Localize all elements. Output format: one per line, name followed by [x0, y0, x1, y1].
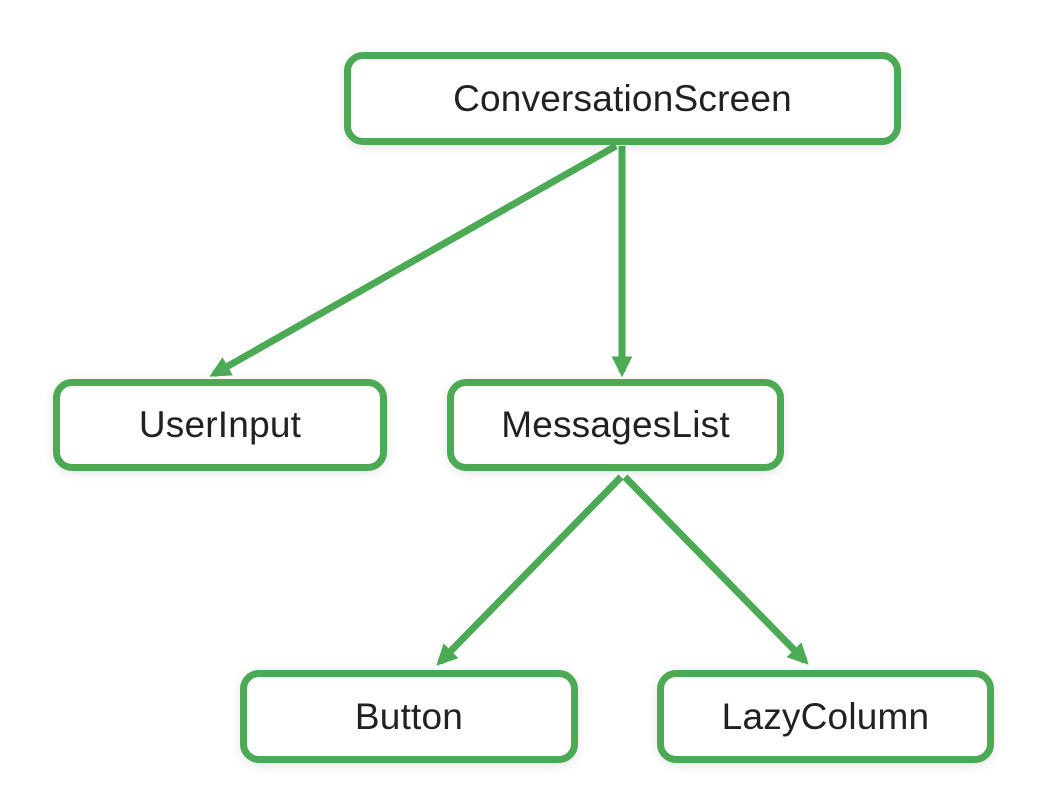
node-lazycolumn: LazyColumn	[657, 670, 994, 763]
edge-messageslist-button	[436, 474, 624, 666]
node-conversationscreen: ConversationScreen	[344, 52, 901, 145]
edge-messageslist-lazycolumn	[622, 474, 809, 665]
node-label-button: Button	[354, 695, 464, 737]
edge-conversationscreen-userinput	[209, 142, 618, 378]
node-label-messageslist: MessagesList	[501, 404, 730, 445]
node-messageslist: MessagesList	[447, 379, 784, 471]
node-userinput: UserInput	[53, 379, 387, 471]
node-label-conversationscreen: ConversationScreen	[453, 77, 792, 119]
node-label-lazycolumn: LazyColumn	[721, 695, 930, 737]
node-button: Button	[240, 670, 578, 763]
node-label-userinput: UserInput	[138, 404, 302, 445]
